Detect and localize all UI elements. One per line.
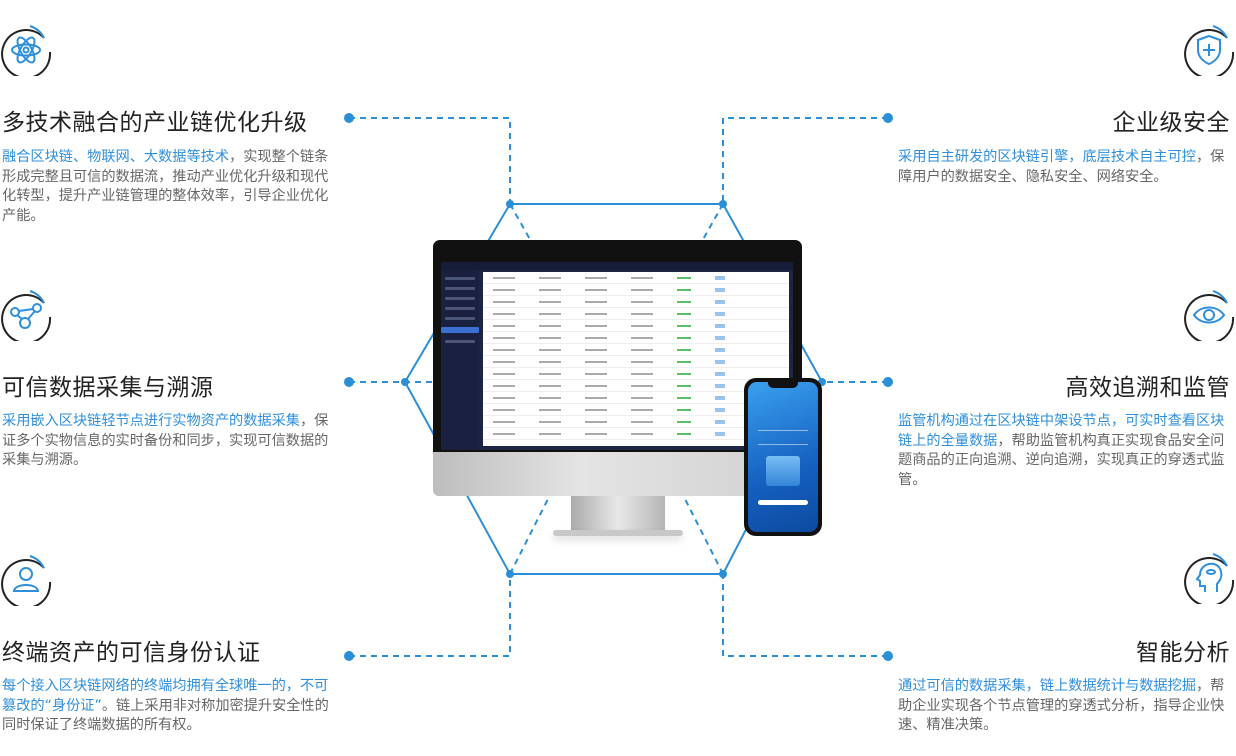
feature-title: 智能分析 bbox=[1136, 640, 1230, 666]
table-row bbox=[483, 380, 789, 392]
user-icon bbox=[1, 555, 52, 606]
table-row bbox=[483, 428, 789, 440]
eye-icon bbox=[1184, 290, 1235, 341]
table-row bbox=[483, 296, 789, 308]
feature-title: 终端资产的可信身份认证 bbox=[2, 640, 261, 666]
phone-screen bbox=[748, 382, 818, 532]
atom-icon bbox=[1, 25, 52, 76]
table-row bbox=[483, 284, 789, 296]
monitor-screen bbox=[441, 262, 793, 450]
feature-description: 通过可信的数据采集，链上数据统计与数据挖掘，帮助企业实现各个节点管理的穿透式分析… bbox=[898, 678, 1225, 733]
table-row bbox=[483, 404, 789, 416]
connector-top-right bbox=[722, 117, 888, 204]
feature-description: 监管机构通过在区块链中架设节点，可实时查看区块链上的全量数据，帮助监管机构真正实… bbox=[898, 413, 1225, 488]
table-row bbox=[483, 416, 789, 428]
monitor-base bbox=[553, 530, 683, 536]
feature-description: 融合区块链、物联网、大数据等技术，实现整个链条形成完整且可信的数据流，推动产业优… bbox=[2, 149, 329, 224]
table-row bbox=[483, 332, 789, 344]
feature-title: 企业级安全 bbox=[1112, 110, 1230, 136]
desktop-monitor bbox=[433, 240, 802, 496]
table-row bbox=[483, 392, 789, 404]
feature-title: 高效追溯和监管 bbox=[1065, 375, 1230, 401]
feature-description: 采用嵌入区块链轻节点进行实物资产的数据采集，保证多个实物信息的实时备份和同步，实… bbox=[2, 413, 329, 468]
shield-plus-icon bbox=[1184, 25, 1235, 76]
feature-title: 多技术融合的产业链优化升级 bbox=[2, 110, 308, 136]
table-row bbox=[483, 320, 789, 332]
mobile-phone bbox=[744, 378, 822, 536]
table-row bbox=[483, 308, 789, 320]
app-sidebar bbox=[441, 270, 479, 450]
head-brain-icon bbox=[1184, 553, 1235, 604]
table-row bbox=[483, 356, 789, 368]
table-row bbox=[483, 272, 789, 284]
monitor-stand bbox=[571, 496, 665, 534]
connector-bottom-right bbox=[722, 574, 888, 657]
network-nodes-icon bbox=[1, 290, 52, 341]
table-row bbox=[483, 368, 789, 380]
connector-top-left bbox=[349, 117, 511, 204]
feature-description: 每个接入区块链网络的终端均拥有全球唯一的，不可篡改的“身份证”。链上采用非对称加… bbox=[2, 678, 329, 733]
connector-bottom-left bbox=[349, 574, 511, 657]
feature-description: 采用自主研发的区块链引擎，底层技术自主可控，保障用户的数据安全、隐私安全、网络安… bbox=[898, 149, 1225, 185]
table-row bbox=[483, 344, 789, 356]
app-table bbox=[483, 272, 789, 446]
feature-title: 可信数据采集与溯源 bbox=[2, 375, 214, 401]
